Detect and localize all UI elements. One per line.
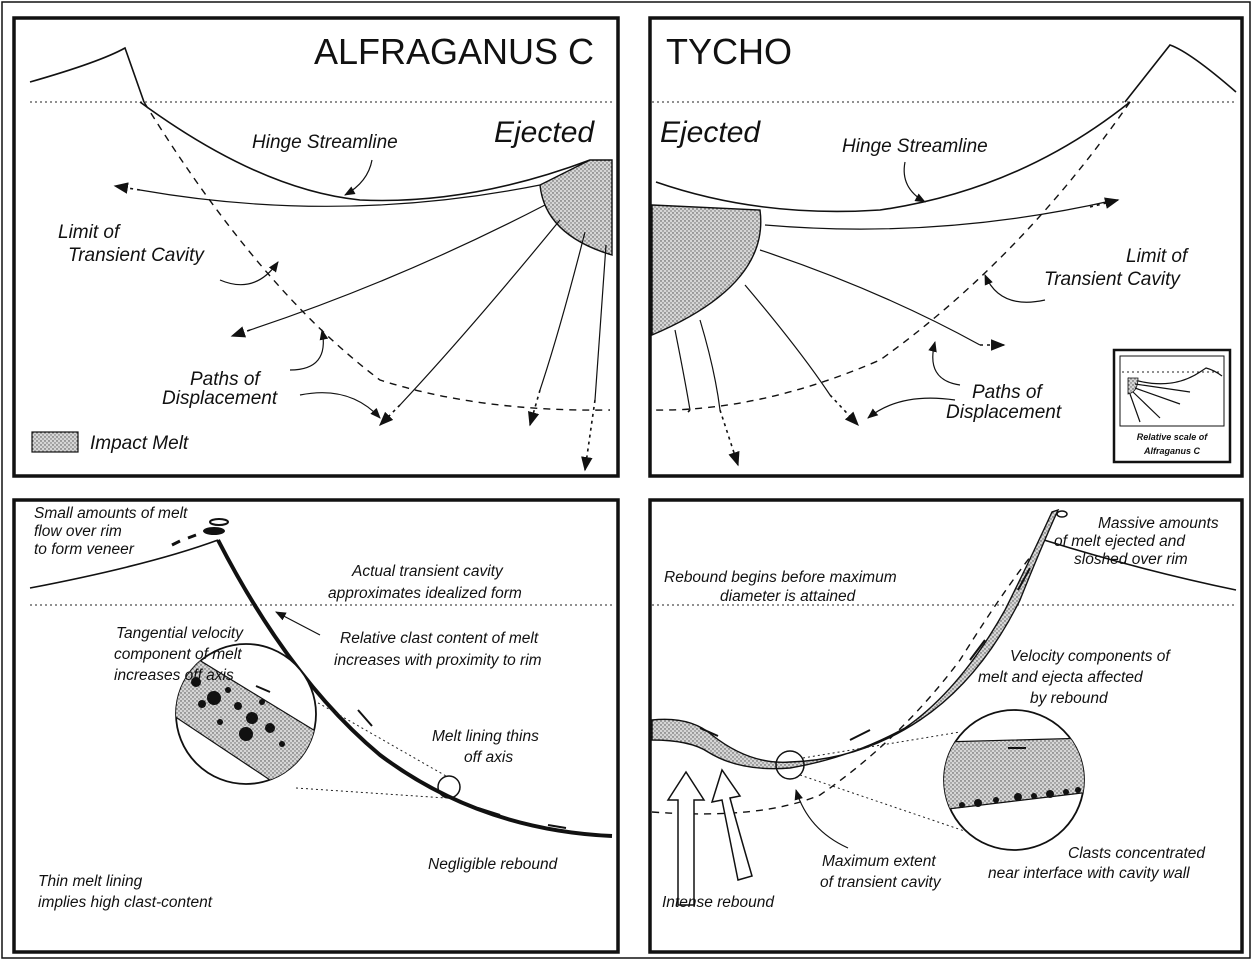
small-amounts-3: to form veneer (34, 541, 135, 558)
thin-lining-1: Thin melt lining (38, 873, 143, 890)
tangential-2: component of melt (114, 646, 242, 663)
intense-rebound: Intense rebound (662, 894, 775, 911)
tangential-1: Tangential velocity (116, 625, 244, 642)
panel-tycho-melt: Massive amounts of melt ejected and slos… (650, 500, 1242, 952)
actual-cavity-2: approximates idealized form (328, 585, 522, 602)
melt-droplet (203, 527, 225, 535)
paths-label-2: Displacement (162, 388, 278, 409)
maximum-extent-1: Maximum extent (822, 853, 936, 870)
velocity-3: by rebound (1030, 690, 1109, 707)
tangential-3: increases off axis (114, 667, 234, 684)
panel-alfraganus-melt: Small amounts of melt flow over rim to f… (14, 500, 618, 952)
lining-thins-1: Melt lining thins (432, 728, 539, 745)
ejected-label: Ejected (494, 116, 595, 149)
velocity-1: Velocity components of (1010, 648, 1171, 665)
rebound-begins-1: Rebound begins before maximum (664, 569, 897, 586)
hinge-label: Hinge Streamline (252, 132, 398, 153)
ejected-label: Ejected (660, 116, 761, 149)
limit-label-2: Transient Cavity (68, 245, 205, 266)
clast-content-2: increases with proximity to rim (334, 652, 542, 669)
clasts-concentrated-2: near interface with cavity wall (988, 865, 1190, 882)
massive-3: sloshed over rim (1074, 551, 1188, 568)
inset-plot (1120, 356, 1224, 426)
legend-swatch (32, 432, 78, 452)
paths-label-1: Paths of (190, 369, 261, 390)
limit-label-2: Transient Cavity (1044, 269, 1181, 290)
actual-cavity-1: Actual transient cavity (351, 563, 504, 580)
crater-title: TYCHO (666, 31, 792, 72)
clast-content-1: Relative clast content of melt (340, 630, 539, 647)
small-amounts-1: Small amounts of melt (34, 505, 188, 522)
massive-1: Massive amounts (1098, 515, 1219, 532)
limit-label-1: Limit of (1126, 246, 1189, 267)
rebound-begins-2: diameter is attained (720, 588, 857, 605)
legend-label: Impact Melt (90, 433, 189, 454)
lining-thins-2: off axis (464, 749, 513, 766)
massive-2: of melt ejected and (1054, 533, 1186, 550)
paths-label-1: Paths of (972, 382, 1043, 403)
clasts-concentrated-1: Clasts concentrated (1068, 845, 1206, 862)
thin-lining-2: implies high clast-content (38, 894, 213, 911)
inset-label-2: Alfraganus C (1143, 446, 1201, 456)
maximum-extent-2: of transient cavity (820, 874, 942, 891)
limit-label-1: Limit of (58, 222, 121, 243)
hinge-label: Hinge Streamline (842, 136, 988, 157)
panel-tycho-profile: TYCHO Ejected Hinge Streamline Limit of … (650, 18, 1242, 476)
velocity-2: melt and ejecta affected (978, 669, 1144, 686)
negligible-rebound: Negligible rebound (428, 856, 559, 873)
inset-label-1: Relative scale of (1137, 432, 1209, 442)
scale-inset: Relative scale of Alfraganus C (1114, 350, 1230, 462)
paths-label-2: Displacement (946, 402, 1062, 423)
small-amounts-2: flow over rim (34, 523, 122, 540)
panel-alfraganus-profile: ALFRAGANUS C Ejected Hinge Streamline Li… (14, 18, 618, 476)
crater-title: ALFRAGANUS C (314, 31, 594, 72)
